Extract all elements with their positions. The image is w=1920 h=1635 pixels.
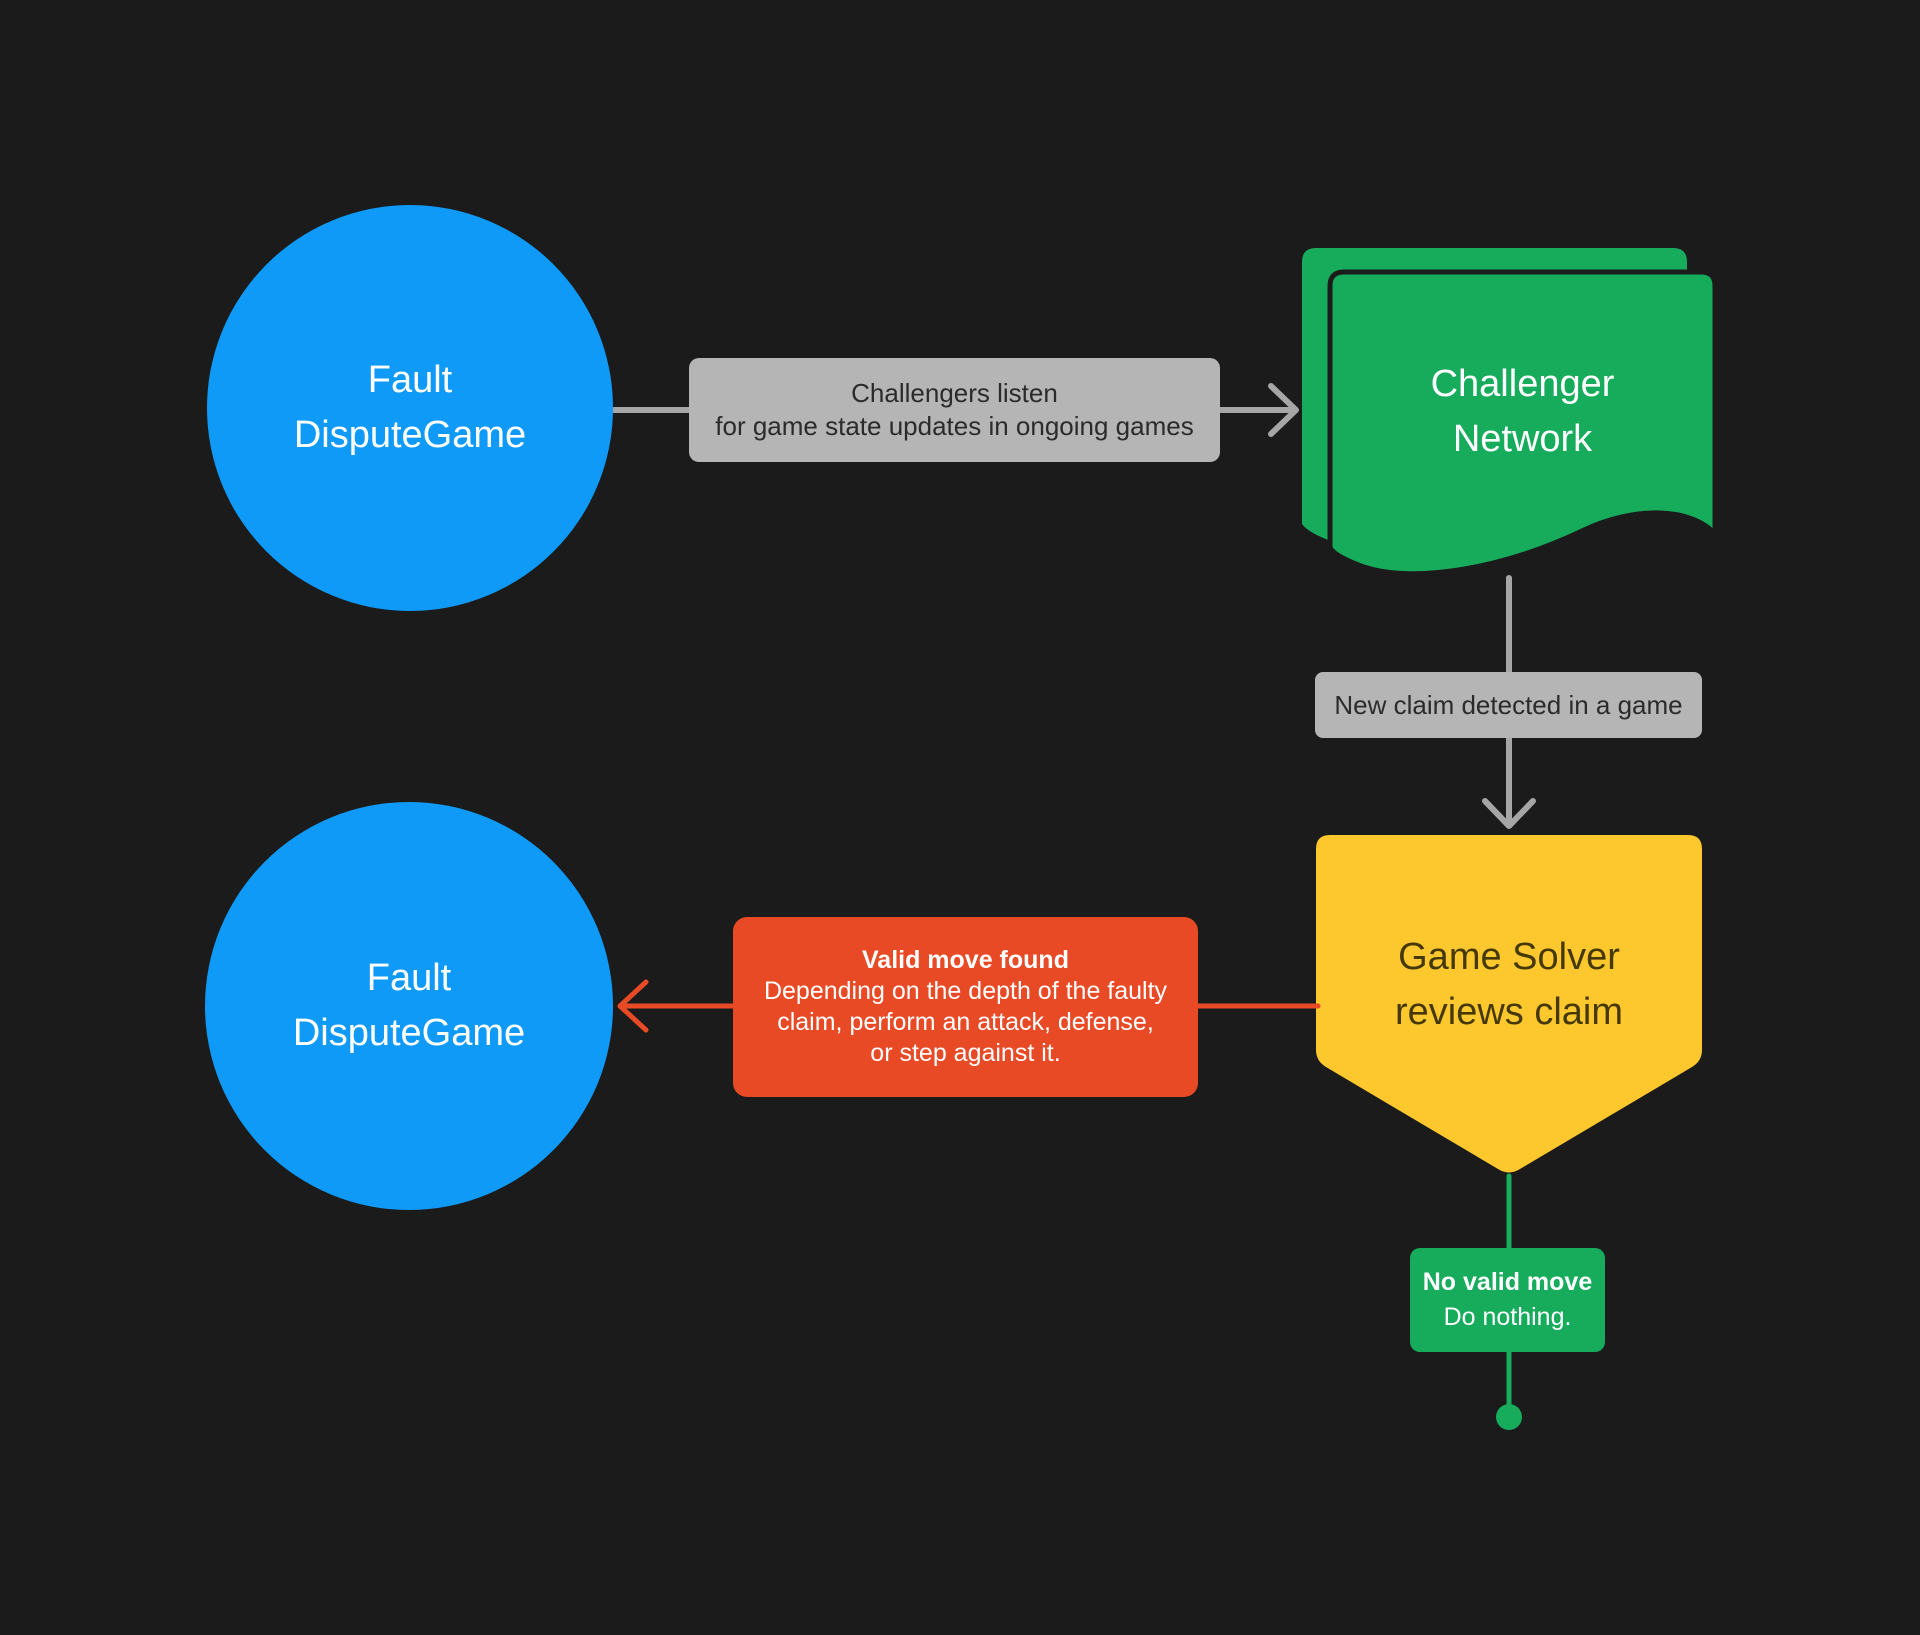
new-claim-label: New claim detected in a game xyxy=(1315,672,1702,738)
valid-move-body-line: Depending on the depth of the faulty xyxy=(763,977,1168,1005)
node-label-line: Fault xyxy=(367,359,453,401)
arrowhead-left-icon xyxy=(617,979,649,1033)
fault-disputegame-node-top: Fault DisputeGame xyxy=(207,205,613,611)
node-label-line: Fault xyxy=(366,957,452,999)
node-label-line: DisputeGame xyxy=(293,414,527,456)
valid-move-body-line: or step against it. xyxy=(870,1039,1061,1067)
challengers-listen-label: Challengers listen for game state update… xyxy=(689,358,1220,462)
challenger-network-front-sheet xyxy=(1327,269,1718,577)
game-solver-shape xyxy=(1316,835,1702,1173)
no-valid-move-subtitle: Do nothing. xyxy=(1443,1303,1572,1331)
valid-move-title: Valid move found xyxy=(862,946,1069,974)
label-line: New claim detected in a game xyxy=(1334,689,1683,720)
arrowhead-right-icon xyxy=(1268,383,1299,437)
arrowhead-down-icon xyxy=(1482,798,1536,829)
node-label-line: DisputeGame xyxy=(292,1012,526,1054)
fault-disputegame-node-bottom: Fault DisputeGame xyxy=(205,802,613,1210)
label-line: for game state updates in ongoing games xyxy=(715,411,1194,441)
no-valid-move-label: No valid move Do nothing. xyxy=(1410,1248,1605,1352)
end-dot-icon xyxy=(1496,1404,1522,1430)
valid-move-found-label: Valid move found Depending on the depth … xyxy=(733,917,1198,1097)
valid-move-body-line: claim, perform an attack, defense, xyxy=(777,1008,1154,1036)
label-line: Challengers listen xyxy=(851,378,1058,408)
no-valid-move-title: No valid move xyxy=(1422,1268,1593,1296)
